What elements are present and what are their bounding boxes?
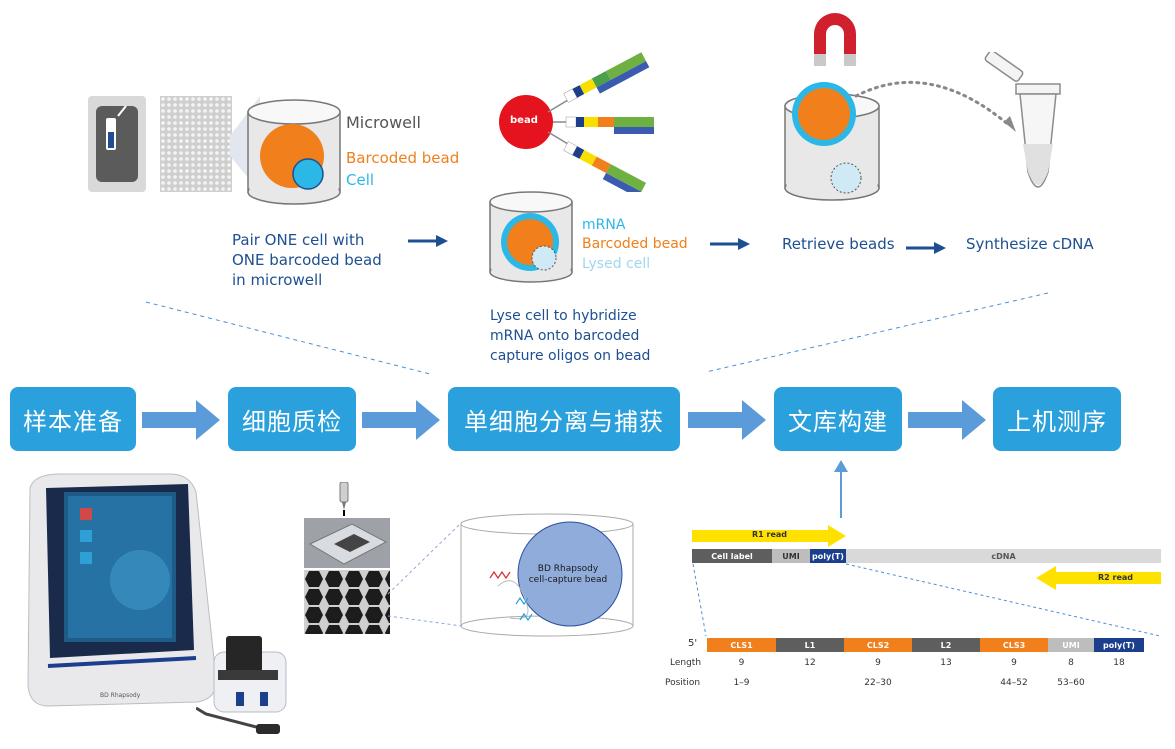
cls-length: 8	[1068, 658, 1074, 668]
cls-part: L1	[776, 638, 844, 652]
bead-oligo-diagram	[499, 52, 654, 192]
capture-bead-label: BD Rhapsody cell-capture bead	[528, 564, 608, 585]
dotted-arc-arrow	[854, 80, 1016, 132]
cls-part: poly(T)	[1094, 638, 1144, 652]
lyse-caption: Lyse cell to hybridize mRNA onto barcode…	[490, 306, 650, 366]
mrna-label: mRNA	[582, 217, 626, 233]
cls-position: 1–9	[733, 678, 750, 688]
microwell-label: Microwell	[346, 113, 421, 132]
instrument-brand: BD Rhapsody	[100, 692, 141, 699]
seg-polyt: poly(T)	[810, 549, 846, 563]
cls-length: 18	[1113, 658, 1125, 668]
tube-icon	[984, 52, 1061, 188]
retrieve-cylinder	[784, 82, 880, 201]
cls-length: 13	[940, 658, 952, 668]
capture-cylinder	[460, 513, 634, 637]
honeycomb-photo	[304, 570, 390, 634]
lysed-cell-label: Lysed cell	[582, 256, 651, 272]
cls-position: 22–30	[864, 678, 892, 688]
step-sequencing: 上机测序	[993, 387, 1121, 451]
lyse-caption-line: Lyse cell to hybridize	[490, 308, 637, 324]
lyse-caption-line: capture oligos on bead	[490, 348, 651, 364]
cls-position: 44–52	[1000, 678, 1028, 688]
flow-arrow-icon	[688, 400, 766, 440]
seg-cell-label: Cell label	[692, 549, 772, 563]
r2-label: R2 read	[1098, 573, 1134, 582]
instrument-image	[27, 473, 217, 707]
lysed-cylinder	[489, 191, 573, 283]
barcoded-bead-label: Barcoded bead	[346, 149, 460, 167]
step-cell-qc: 细胞质检	[228, 387, 356, 451]
arrow-right-icon	[408, 235, 448, 247]
position-row-label: Position	[665, 678, 701, 688]
chip-image	[88, 96, 146, 192]
microwell-mesh	[160, 96, 232, 192]
r1-label: R1 read	[752, 530, 788, 539]
five-prime-label: 5'	[688, 638, 698, 649]
step-library-prep: 文库构建	[774, 387, 902, 451]
cartridge-photo	[304, 518, 390, 568]
lyse-caption-line: mRNA onto barcoded	[490, 328, 640, 344]
arrow-right-icon	[906, 242, 946, 254]
up-arrow-icon	[834, 460, 848, 518]
r2-arrow	[1036, 566, 1161, 590]
step-sample-prep: 样本准备	[10, 387, 136, 451]
cls-part: L2	[912, 638, 980, 652]
pipette-icon	[339, 482, 349, 516]
retrieve-label: Retrieve beads	[782, 235, 895, 253]
cls-length: 12	[804, 658, 816, 668]
microwell-cylinder	[247, 99, 341, 205]
cls-part: UMI	[1048, 638, 1094, 652]
seg-cdna: cDNA	[846, 549, 1161, 563]
magnet-icon	[814, 13, 856, 66]
pair-caption-line: ONE barcoded bead	[232, 251, 382, 269]
cls-length: 9	[738, 658, 745, 668]
step-single-cell-capture: 单细胞分离与捕获	[448, 387, 680, 451]
cls-part: CLS2	[844, 638, 912, 652]
scanner-image	[196, 636, 287, 734]
flow-arrow-icon	[142, 400, 220, 440]
arrow-right-icon	[710, 238, 750, 250]
length-row-label: Length	[670, 658, 702, 668]
synthesize-label: Synthesize cDNA	[966, 235, 1094, 253]
seg-umi: UMI	[772, 549, 810, 563]
cls-part: CLS1	[707, 638, 776, 652]
flow-arrow-icon	[908, 400, 986, 440]
cls-length: 9	[1011, 658, 1017, 668]
cls-part: CLS3	[980, 638, 1048, 652]
cell-label: Cell	[346, 171, 375, 189]
cls-position: 53–60	[1057, 678, 1085, 688]
pair-caption-line: in microwell	[232, 271, 323, 289]
lyse-bead-label: Barcoded bead	[582, 236, 688, 252]
bead-text: bead	[510, 115, 538, 126]
r1-arrow	[692, 525, 846, 547]
cls-length: 9	[875, 658, 881, 668]
pair-caption-line: Pair ONE cell with	[232, 231, 365, 249]
pair-caption: Pair ONE cell with ONE barcoded bead in …	[232, 230, 382, 290]
flow-arrow-icon	[362, 400, 440, 440]
